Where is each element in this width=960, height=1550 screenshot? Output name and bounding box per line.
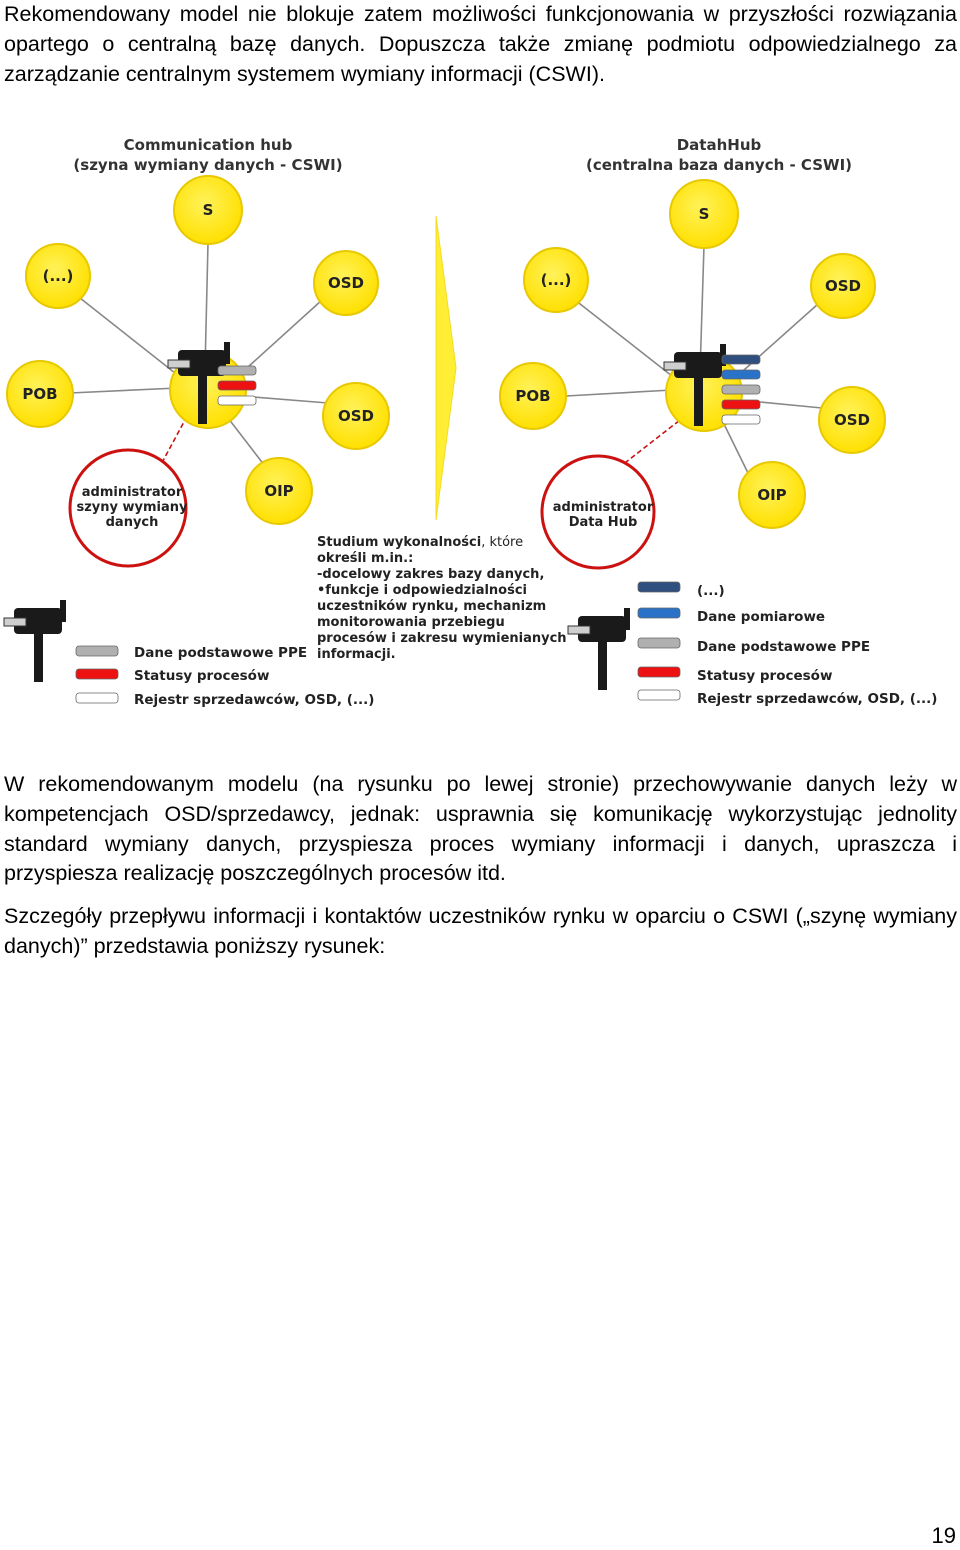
paragraph-information-flow: Szczegóły przepływu informacji i kontakt… (4, 904, 957, 958)
svg-text:S: S (203, 201, 214, 219)
right-node-etc (523, 247, 589, 313)
right-title-line1: DatahHub (677, 136, 762, 154)
svg-text:administrator: administrator (553, 500, 654, 515)
left-node-s (173, 175, 243, 245)
svg-text:monitorowania przebiegu: monitorowania przebiegu (317, 615, 505, 630)
page-number: 19 (931, 1523, 956, 1548)
left-communication-hub-panel: Communication hub (szyna wymiany danych … (3, 136, 390, 708)
svg-text:informacji.: informacji. (317, 647, 396, 662)
right-administrator-node (540, 454, 656, 570)
svg-text:OSD: OSD (338, 407, 374, 425)
right-connectors (565, 245, 823, 474)
svg-text:Studium wykonalności, które: Studium wykonalności, które (317, 535, 523, 550)
architecture-comparison-diagram: Communication hub (szyna wymiany danych … (3, 136, 937, 708)
left-legend: Dane podstawowe PPE Statusy procesów Rej… (3, 599, 374, 708)
svg-text:(...): (...) (43, 267, 74, 285)
svg-text:administrator: administrator (82, 485, 183, 500)
svg-text:S: S (699, 205, 710, 223)
left-node-etc (25, 243, 91, 309)
svg-text:szyny wymiany: szyny wymiany (76, 500, 188, 515)
svg-text:OSD: OSD (825, 277, 861, 295)
legend-dane-ppe: Dane podstawowe PPE (134, 645, 307, 661)
svg-text:Data Hub: Data Hub (569, 515, 638, 530)
left-node-pob (6, 360, 74, 428)
paragraph-model-description: W rekomendowanym modelu (na rysunku po l… (4, 772, 957, 886)
right-node-osd-top (810, 253, 876, 319)
left-node-osd-bottom (322, 382, 390, 450)
left-node-oip (245, 457, 313, 525)
transition-arrow (435, 215, 457, 521)
right-node-osd-bottom (818, 386, 886, 454)
feasibility-study-note: Studium wykonalności, które określi m.in… (317, 535, 567, 662)
right-datahub-panel: DatahHub (centralna baza danych - CSWI) … (499, 136, 937, 707)
legend-right-etc: (...) (697, 583, 725, 599)
left-connectors (69, 242, 329, 471)
svg-text:OIP: OIP (264, 482, 293, 500)
right-node-pob (499, 362, 567, 430)
legend-right-pomiarowe: Dane pomiarowe (697, 609, 825, 625)
svg-text:OSD: OSD (834, 411, 870, 429)
right-title-line2: (centralna baza danych - CSWI) (586, 156, 852, 174)
svg-text:POB: POB (22, 385, 57, 403)
svg-text:•funkcje i odpowiedzialności: •funkcje i odpowiedzialności (317, 583, 527, 598)
legend-right-rejestr: Rejestr sprzedawców, OSD, (...) (697, 691, 937, 707)
svg-text:OSD: OSD (328, 274, 364, 292)
legend-mailbox-icon (3, 599, 67, 683)
right-node-s (669, 179, 739, 249)
svg-text:OIP: OIP (757, 486, 786, 504)
legend-statusy: Statusy procesów (134, 668, 269, 684)
left-title-line2: (szyna wymiany danych - CSWI) (73, 156, 342, 174)
svg-text:procesów i zakresu wymienianyc: procesów i zakresu wymienianych (317, 631, 567, 646)
right-legend: (...) Dane pomiarowe Dane podstawowe PPE… (567, 581, 937, 707)
left-title-line1: Communication hub (124, 136, 293, 154)
legend-mailbox-icon-right (567, 607, 631, 691)
left-administrator-node (68, 448, 188, 568)
paragraph-intro: Rekomendowany model nie blokuje zatem mo… (4, 2, 957, 86)
svg-text:POB: POB (515, 387, 550, 405)
svg-text:określi m.in.:: określi m.in.: (317, 551, 413, 566)
svg-text:uczestników rynku, mechanizm: uczestników rynku, mechanizm (317, 599, 546, 614)
legend-right-statusy: Statusy procesów (697, 668, 832, 684)
legend-right-dane-ppe: Dane podstawowe PPE (697, 639, 870, 655)
svg-text:danych: danych (106, 515, 159, 530)
svg-text:-docelowy zakres bazy danych,: -docelowy zakres bazy danych, (317, 567, 544, 582)
left-node-osd-top (313, 250, 379, 316)
right-node-oip (738, 461, 806, 529)
svg-text:(...): (...) (541, 271, 572, 289)
legend-rejestr: Rejestr sprzedawców, OSD, (...) (134, 692, 374, 708)
